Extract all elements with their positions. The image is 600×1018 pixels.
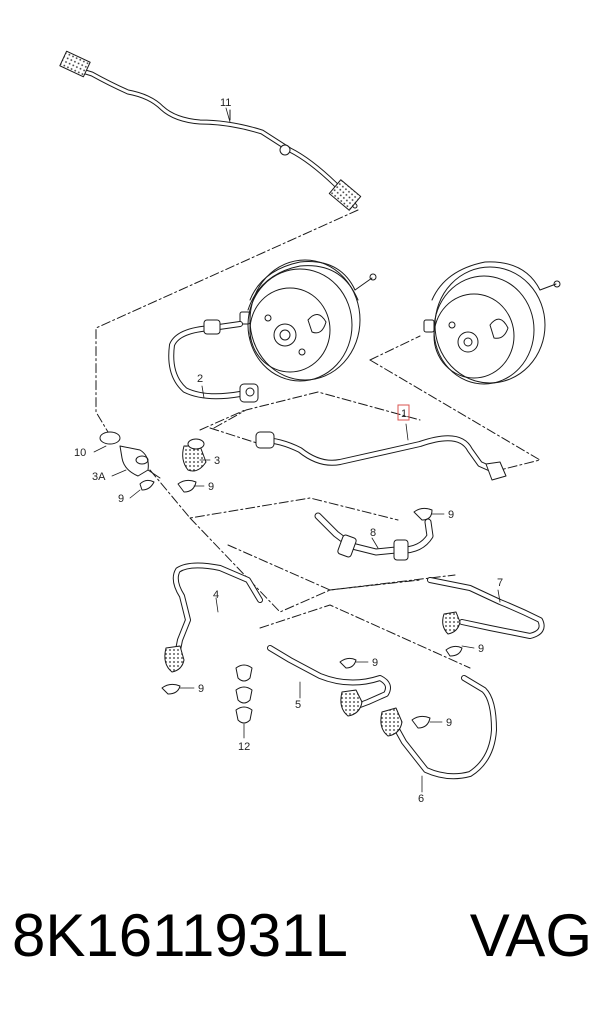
callout-9-d: 9 bbox=[478, 643, 484, 655]
callout-8: 8 bbox=[370, 527, 376, 539]
callout-9-c: 9 bbox=[448, 509, 454, 521]
callout-9-b: 9 bbox=[208, 481, 214, 493]
brand: VAG bbox=[469, 901, 592, 969]
fitting-3a bbox=[99, 431, 161, 491]
callout-9-e: 9 bbox=[198, 683, 204, 695]
callout-12: 12 bbox=[238, 741, 250, 753]
callout-9-a: 9 bbox=[118, 493, 124, 505]
callout-4: 4 bbox=[213, 589, 219, 601]
callout-5: 5 bbox=[295, 699, 301, 711]
callout-11: 11 bbox=[220, 97, 231, 109]
part-number: 8K1611931L bbox=[12, 901, 348, 969]
pipe-2 bbox=[168, 319, 259, 403]
pipe-11 bbox=[59, 50, 362, 211]
callout-2: 2 bbox=[197, 373, 203, 385]
connector-lines bbox=[95, 209, 541, 669]
callout-9-g: 9 bbox=[446, 717, 452, 729]
callout-1: 1 bbox=[401, 408, 407, 420]
pipe-6 bbox=[380, 675, 497, 780]
callout-labels: 11 1 2 3 10 3A 9 9 9 8 7 9 4 9 9 5 9 6 1… bbox=[74, 97, 503, 805]
callout-3: 3 bbox=[214, 455, 220, 467]
pipe-4 bbox=[161, 562, 263, 695]
pipe-1 bbox=[255, 431, 507, 481]
callout-6: 6 bbox=[418, 793, 424, 805]
brake-booster-left bbox=[239, 259, 377, 382]
callout-7: 7 bbox=[497, 577, 503, 589]
parts-diagram: 11 1 2 3 10 3A 9 9 9 8 7 9 4 9 9 5 9 6 1… bbox=[59, 50, 561, 805]
caption: 8K1611931L VAG bbox=[12, 895, 592, 975]
pipe-7 bbox=[427, 577, 545, 657]
hose-8 bbox=[314, 507, 434, 561]
callout-3a: 3A bbox=[92, 471, 106, 483]
leader-lines bbox=[93, 107, 501, 793]
pipe-5 bbox=[267, 645, 391, 717]
clips-12 bbox=[235, 664, 253, 724]
elbow-3 bbox=[177, 438, 207, 493]
brake-booster-right bbox=[423, 261, 561, 385]
callout-10: 10 bbox=[74, 447, 86, 459]
callout-9-f: 9 bbox=[372, 657, 378, 669]
callout-1-highlight bbox=[397, 404, 410, 421]
